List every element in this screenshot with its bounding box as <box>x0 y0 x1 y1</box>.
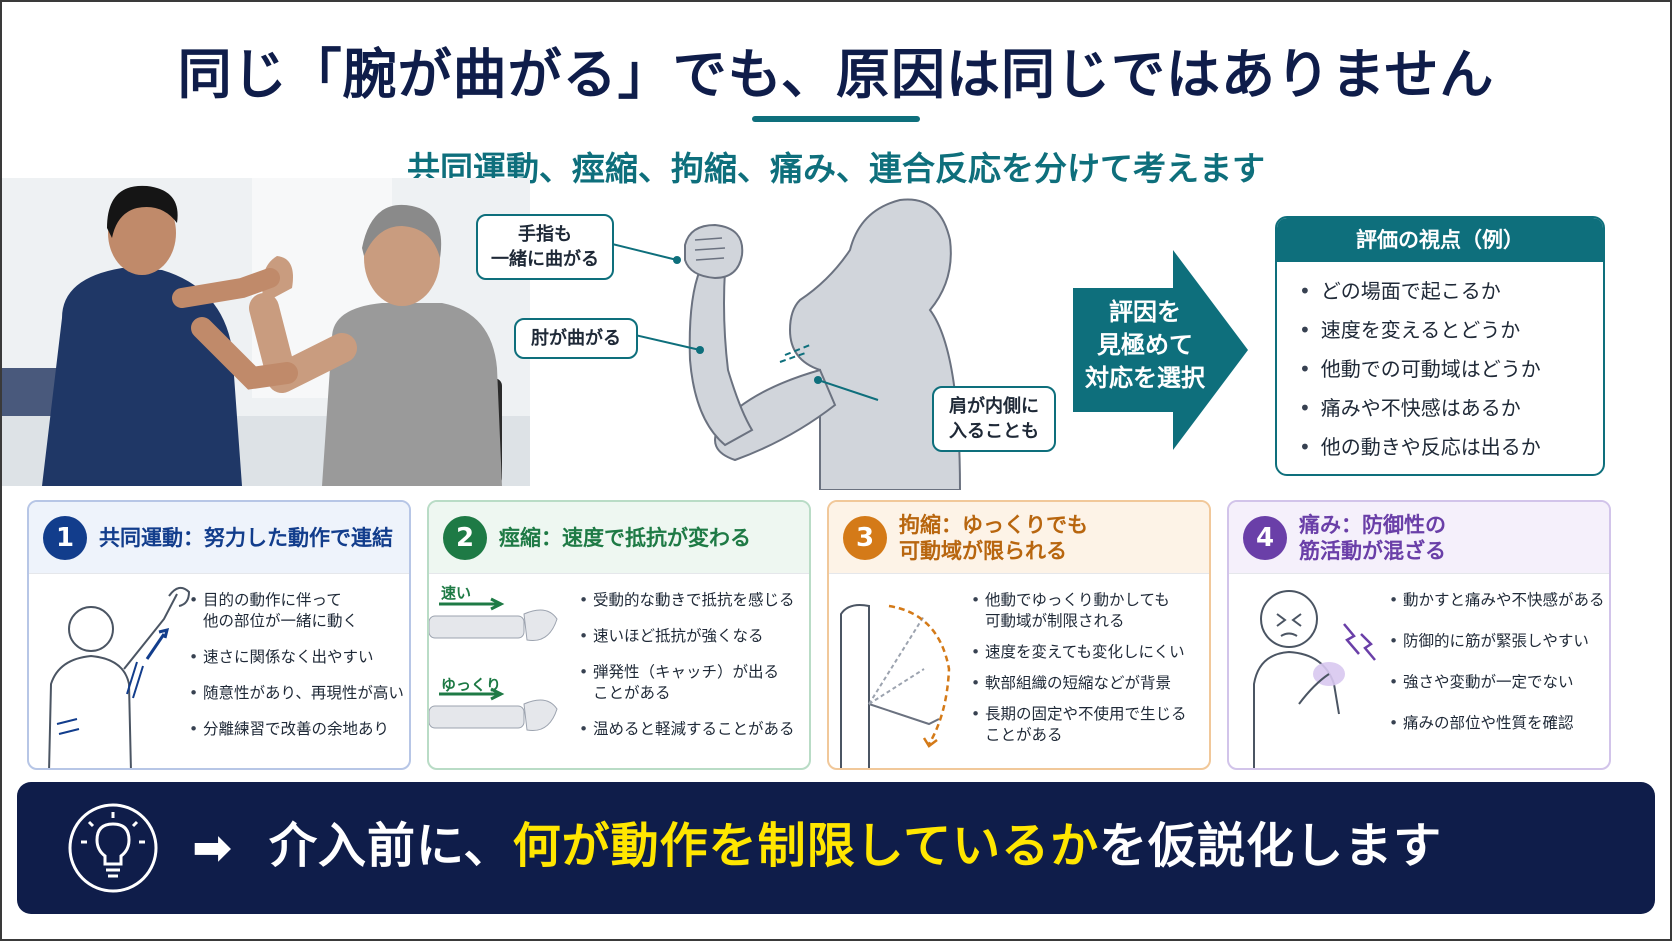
callout-shoulder-line1: 肩が内側に <box>949 396 1039 417</box>
card-title: 痙縮：速度で抵抗が変わる <box>499 526 751 550</box>
evaluation-list: どの場面で起こるか 速度を変えるとどうか 他動での可動域はどうか 痛みや不快感は… <box>1277 262 1603 467</box>
card-item: 痛みの部位や性質を確認 <box>1389 713 1609 734</box>
card-synergy: 1 共同運動：努力した動作で連結 目的の動作に伴って 他の部位が一緒に動く 速さ… <box>27 500 411 770</box>
card-number-badge: 1 <box>43 516 87 560</box>
range-of-motion-icon <box>840 604 951 768</box>
evaluation-title: 評価の視点（例） <box>1277 218 1603 262</box>
evaluation-item: 他の動きや反応は出るか <box>1299 428 1587 467</box>
forearm-speed-icon <box>429 597 558 732</box>
therapy-photo <box>2 178 530 486</box>
card-item: 速さに関係なく出やすい <box>189 647 409 668</box>
callout-shoulder-line2: 入ることも <box>949 421 1039 442</box>
card-title: 共同運動：努力した動作で連結 <box>99 526 393 550</box>
card-header: 2 痙縮：速度で抵抗が変わる <box>429 502 809 574</box>
conclusion-banner: ➡ 介入前に、何が動作を制限しているかを仮説化します <box>17 782 1655 914</box>
card-number-badge: 2 <box>443 516 487 560</box>
evaluation-arrow <box>1073 250 1248 450</box>
card-item: 弾発性（キャッチ）が出る ことがある <box>579 662 809 704</box>
card-item: 受動的な動きで抵抗を感じる <box>579 590 809 611</box>
evaluation-item: 痛みや不快感はあるか <box>1299 389 1587 428</box>
label-slow: ゆっくり <box>441 676 502 694</box>
card-pain: 4 痛み：防御性の 筋活動が混ざる 動かすと痛みや不快感がある 防御的に筋が緊張… <box>1227 500 1611 770</box>
card-item: 随意性があり、再現性が高い <box>189 683 409 704</box>
callout-shoulder: 肩が内側に 入ることも <box>932 386 1056 452</box>
conclusion-text: 介入前に、何が動作を制限しているかを仮説化します <box>269 814 1442 878</box>
card-item: 温めると軽減することがある <box>579 719 809 740</box>
callout-fingers-line2: 一緒に曲がる <box>491 249 599 270</box>
card-header: 3 拘縮：ゆっくりでも 可動域が限られる <box>829 502 1209 574</box>
card-item: 動かすと痛みや不快感がある <box>1389 590 1609 611</box>
lightbulb-icon <box>68 803 158 893</box>
evaluation-item: 他動での可動域はどうか <box>1299 350 1587 389</box>
card-item: 速いほど抵抗が強くなる <box>579 626 809 647</box>
pain-figure-icon <box>1253 590 1376 768</box>
callout-fingers-line1: 手指も <box>518 224 572 245</box>
card-title: 痛み：防御性の 筋活動が混ざる <box>1299 513 1446 563</box>
evaluation-panel: 評価の視点（例） どの場面で起こるか 速度を変えるとどうか 他動での可動域はどう… <box>1275 216 1605 476</box>
card-item: 長期の固定や不使用で生じる ことがある <box>971 704 1209 746</box>
card-header: 4 痛み：防御性の 筋活動が混ざる <box>1229 502 1609 574</box>
card-spasticity: 2 痙縮：速度で抵抗が変わる 速い ゆっくり 受動的な動きで抵抗を感じる 速いほ… <box>427 500 811 770</box>
page-subtitle: 共同運動、痙縮、拘縮、痛み、連合反応を分けて考えます <box>407 149 1265 188</box>
conclusion-suffix: を仮説化します <box>1099 818 1443 874</box>
arm-flexion-diagram: 手指も 一緒に曲がる 肘が曲がる 肩が内側に 入ることも <box>476 190 1070 491</box>
evaluation-item: どの場面で起こるか <box>1299 272 1587 311</box>
conclusion-prefix: 介入前に、 <box>269 818 513 874</box>
card-list: 動かすと痛みや不快感がある 防御的に筋が緊張しやすい 強さや変動が一定でない 痛… <box>1389 590 1609 749</box>
arrow-label-line2: 見極めて <box>1097 331 1193 359</box>
card-title: 拘縮：ゆっくりでも 可動域が限られる <box>899 513 1088 563</box>
card-item: 強さや変動が一定でない <box>1389 672 1609 693</box>
card-list: 受動的な動きで抵抗を感じる 速いほど抵抗が強くなる 弾発性（キャッチ）が出る こ… <box>579 590 809 755</box>
card-list: 他動でゆっくり動かしても 可動域が制限される 速度を変えても変化しにくい 軟部組… <box>971 590 1209 761</box>
arrow-label: 評因を 見極めて 対応を選択 <box>1075 296 1215 395</box>
evaluation-item: 速度を変えるとどうか <box>1299 311 1587 350</box>
card-item: 防御的に筋が緊張しやすい <box>1389 631 1609 652</box>
card-item: 速度を変えても変化しにくい <box>971 642 1209 663</box>
card-item: 他動でゆっくり動かしても 可動域が制限される <box>971 590 1209 632</box>
callout-elbow: 肘が曲がる <box>514 318 638 359</box>
card-item: 目的の動作に伴って 他の部位が一緒に動く <box>189 590 409 632</box>
card-contracture: 3 拘縮：ゆっくりでも 可動域が限られる 他動でゆっくり動かしても 可動域が制限… <box>827 500 1211 770</box>
conclusion-highlight: 何が動作を制限しているか <box>512 818 1100 874</box>
label-fast: 速い <box>441 584 472 602</box>
arrow-label-line3: 対応を選択 <box>1085 364 1205 392</box>
card-number-badge: 4 <box>1243 516 1287 560</box>
arrow-label-line1: 評因を <box>1109 298 1181 326</box>
card-item: 軟部組織の短縮などが背景 <box>971 673 1209 694</box>
therapist-patient-illustration <box>2 178 530 486</box>
page-title: 同じ「腕が曲がる」でも、原因は同じではありません <box>177 43 1495 106</box>
arrow-right-icon: ➡ <box>192 820 233 876</box>
title-underline <box>752 116 920 122</box>
synergy-figure-icon <box>48 586 191 768</box>
card-item: 分離練習で改善の余地あり <box>189 719 409 740</box>
card-list: 目的の動作に伴って 他の部位が一緒に動く 速さに関係なく出やすい 随意性があり、… <box>189 590 409 755</box>
card-header: 1 共同運動：努力した動作で連結 <box>29 502 409 574</box>
callout-fingers: 手指も 一緒に曲がる <box>476 214 614 280</box>
card-number-badge: 3 <box>843 516 887 560</box>
